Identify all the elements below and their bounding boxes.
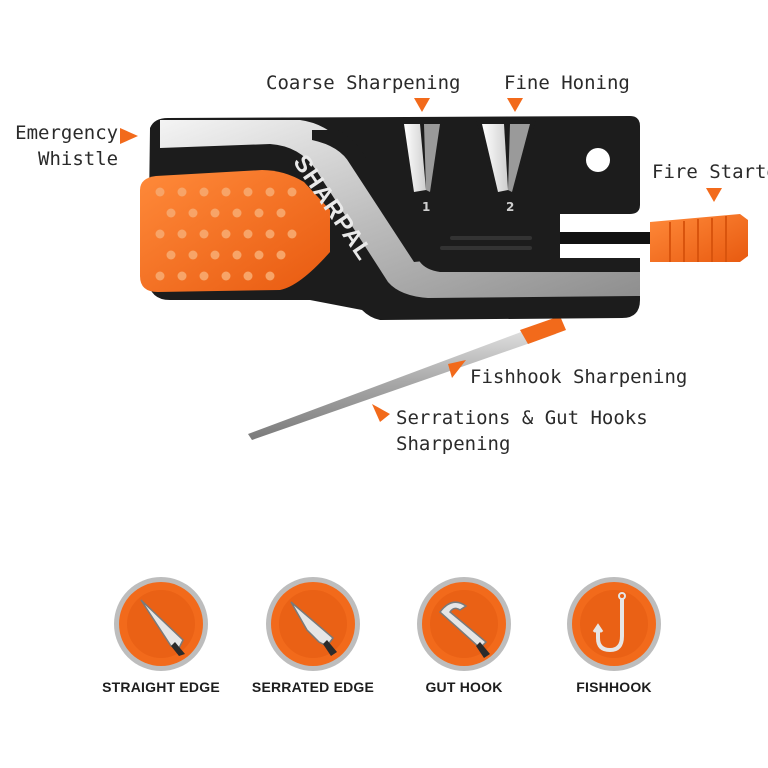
grip-dot xyxy=(188,208,198,218)
badge-label-serrated-edge: SERRATED EDGE xyxy=(251,679,375,695)
sharpener-body xyxy=(140,116,640,320)
grip-dot xyxy=(243,187,253,197)
arrow-fishhook-icon xyxy=(448,360,466,378)
arrow-fire-icon xyxy=(706,188,722,202)
callout-whistle-line2: Whistle xyxy=(38,148,119,170)
grip-dot xyxy=(265,229,275,239)
callout-fishhook-sharpening: Fishhook Sharpening xyxy=(470,366,688,388)
callout-serrations-sharpening: Serrations & Gut Hooks Sharpening xyxy=(396,405,648,457)
grip-dot xyxy=(276,250,286,260)
callout-fine-honing: Fine Honing xyxy=(504,72,630,94)
grip-dot xyxy=(166,208,176,218)
badge-label-fishhook: FISHHOOK xyxy=(576,679,652,695)
grip-dot xyxy=(155,187,165,197)
arrow-coarse-icon xyxy=(414,98,430,112)
grip-dot xyxy=(232,250,242,260)
grip-dot xyxy=(221,187,231,197)
grip-dot xyxy=(287,229,297,239)
fishhook-icon xyxy=(567,577,661,671)
arrow-serrations-icon xyxy=(372,404,390,422)
callout-serrations-line2: Sharpening xyxy=(396,433,511,455)
grip-dot xyxy=(243,271,253,281)
diamond-rod xyxy=(248,316,566,440)
callout-fire-starter: Fire Starter xyxy=(652,161,768,183)
grip-dot xyxy=(155,271,165,281)
gut-hook-knife-icon xyxy=(417,577,511,671)
grip-dot xyxy=(199,187,209,197)
badge-label-straight-edge: STRAIGHT EDGE xyxy=(102,679,220,695)
grip-texture xyxy=(155,187,297,281)
arrow-whistle-icon xyxy=(120,128,138,144)
grip-dot xyxy=(199,229,209,239)
grip-dot xyxy=(166,250,176,260)
arrow-fine-icon xyxy=(507,98,523,112)
grip-dot xyxy=(210,208,220,218)
grip-dot xyxy=(155,229,165,239)
slot-number-2: 2 xyxy=(506,200,515,214)
callout-serrations-line1: Serrations & Gut Hooks xyxy=(396,407,648,429)
grip-dot xyxy=(199,271,209,281)
callout-whistle-line1: Emergency xyxy=(15,122,119,144)
fire-starter xyxy=(560,214,748,262)
grip-dot xyxy=(188,250,198,260)
grip-dot xyxy=(221,229,231,239)
grip-dot xyxy=(254,250,264,260)
serrated-edge-knife-icon xyxy=(266,577,360,671)
grip-dot xyxy=(276,208,286,218)
callout-coarse-sharpening: Coarse Sharpening xyxy=(266,72,461,94)
grip-dot xyxy=(177,187,187,197)
straight-edge-knife-icon xyxy=(114,577,208,671)
grip-dot xyxy=(287,187,297,197)
grip-dot xyxy=(243,229,253,239)
badge-label-gut-hook: GUT HOOK xyxy=(425,679,503,695)
grip-dot xyxy=(177,229,187,239)
grip-dot xyxy=(210,250,220,260)
grip-dot xyxy=(265,271,275,281)
grip-dot xyxy=(177,271,187,281)
grip-dot xyxy=(232,208,242,218)
slot-number-1: 1 xyxy=(422,200,431,214)
grip-dot xyxy=(221,271,231,281)
grip-dot xyxy=(265,187,275,197)
grip-dot xyxy=(254,208,264,218)
callout-emergency-whistle: Emergency Whistle xyxy=(2,120,118,172)
